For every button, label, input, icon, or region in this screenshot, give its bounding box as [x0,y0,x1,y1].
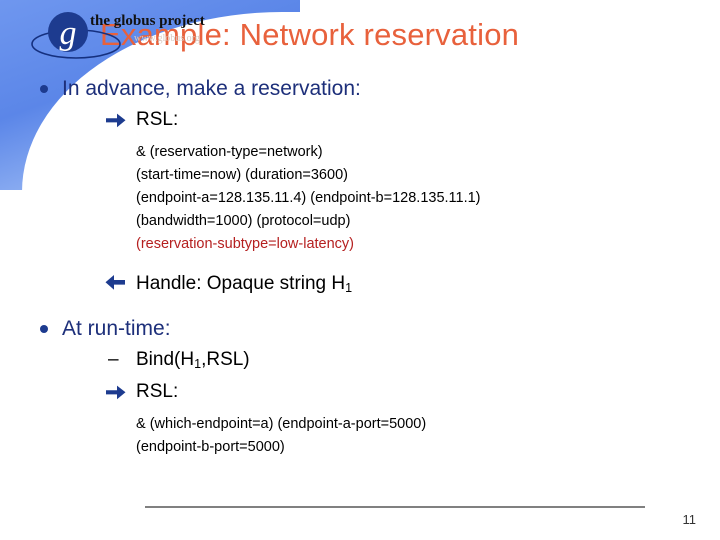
en-dash-icon: – [108,348,119,370]
handle-row: Handle: Opaque string H1 [0,270,720,302]
sub-rsl-advance: RSL: [0,106,720,133]
sub-rsl-advance-label: RSL: [136,109,179,130]
handle-label: Handle: Opaque string H1 [136,270,352,302]
slide-body: In advance, make a reservation: RSL: & (… [0,74,720,459]
handle-subscript: 1 [345,280,353,295]
sub-rsl-runtime: RSL: [0,378,720,405]
bind-prefix: Bind(H [136,348,195,370]
globus-logo: g the globus project www.globus.org [28,8,258,66]
code-line: (endpoint-a=128.135.11.4) (endpoint-b=12… [136,190,481,206]
svg-text:www.globus.org: www.globus.org [134,33,200,44]
svg-text:the globus project: the globus project [90,13,205,29]
svg-text:g: g [60,15,77,52]
code-line-highlight: (reservation-subtype=low-latency) [136,236,354,252]
handle-text: Handle: Opaque string H [136,273,346,294]
code-line: & (which-endpoint=a) (endpoint-a-port=50… [136,415,427,432]
slide-title: Example: Network reservation [100,17,520,52]
bullet-at-runtime: At run-time: [0,314,720,344]
bind-suffix: ,RSL) [201,348,250,370]
footer-divider [145,506,645,508]
bullet-dot-icon [40,324,48,333]
arrow-right-icon [106,382,126,399]
bullet-in-advance-label: In advance, make a reservation: [62,77,361,100]
arrow-left-icon [104,273,126,292]
bullet-dot-icon [40,85,48,93]
code-line: (endpoint-b-port=5000) [136,438,285,455]
background-swoosh-white [22,12,720,540]
code-line: & (reservation-type=network) [136,144,323,160]
sub-rsl-runtime-label: RSL: [136,380,179,402]
bullet-in-advance: In advance, make a reservation: [0,74,720,104]
code-line: (bandwidth=1000) (protocol=udp) [136,213,351,229]
bind-subscript: 1 [194,356,202,371]
code-line: (start-time=now) (duration=3600) [136,167,348,183]
bind-row: – Bind(H1,RSL) [0,346,720,378]
page-number: 11 [682,512,697,527]
arrow-right-icon [106,110,126,128]
bind-label: Bind(H1,RSL) [136,346,250,378]
bullet-at-runtime-label: At run-time: [62,316,171,340]
